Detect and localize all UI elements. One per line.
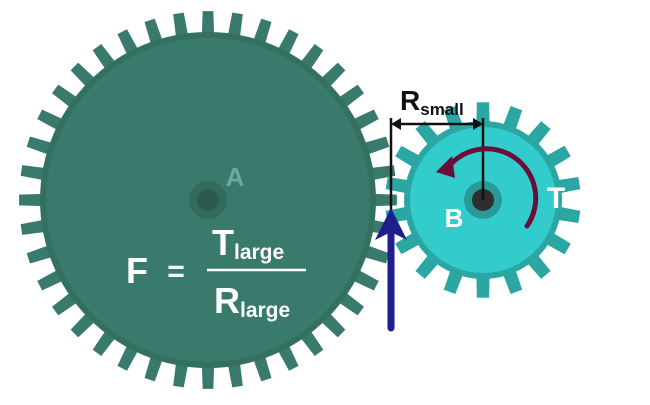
formula-numerator-main: T [212,222,234,263]
force-arrowhead [375,208,407,240]
radius-dimension: Rsmall [389,85,485,212]
formula-lhs: F [126,250,148,291]
large-gear-hub [197,189,219,211]
radius-arrowhead-right [473,118,483,130]
force-formula: F = Tlarge Rlarge [126,222,306,322]
torque-label: T [547,182,565,215]
small-gear-label: B [445,203,464,233]
torque-arrowhead [436,156,455,178]
formula-numerator-subscript: large [234,241,284,264]
torque-arrow-arc [443,146,539,229]
torque-indicator: T [436,146,565,229]
formula-equals: = [167,255,185,288]
radius-label-main: R [400,85,420,116]
large-gear: A [19,11,397,389]
radius-label-subscript: small [420,100,463,119]
radius-label: Rsmall [400,85,464,119]
formula-numerator: Tlarge [212,222,284,264]
formula-denominator-subscript: large [240,299,290,322]
force-arrow [375,208,407,332]
radius-arrowhead-left [391,118,401,130]
formula-denominator: Rlarge [214,280,290,322]
large-gear-label: A [226,162,245,192]
formula-denominator-main: R [214,280,240,321]
